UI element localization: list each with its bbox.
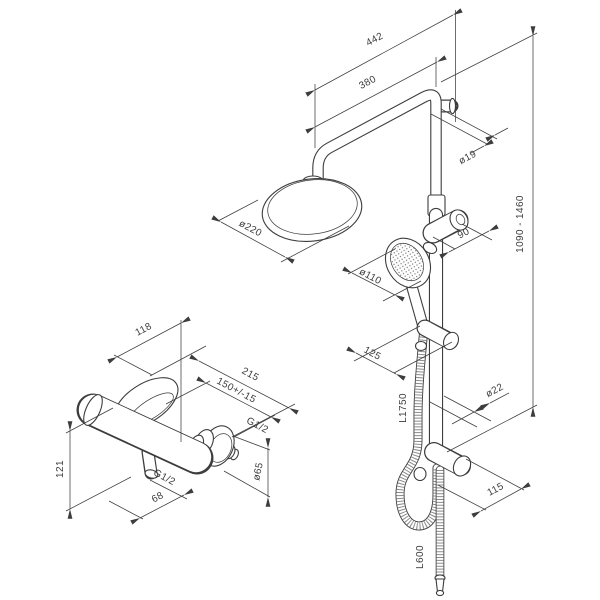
mixer-outlet bbox=[141, 445, 159, 480]
dim-arrow-o19-a bbox=[485, 127, 509, 142]
dim-line-125 bbox=[346, 346, 406, 381]
wall-mixer bbox=[76, 377, 239, 480]
outlet-hose-length-label: L600 bbox=[415, 545, 426, 569]
escutcheon-diameter-label: ø65 bbox=[251, 461, 266, 481]
rail-diameter-label: ø22 bbox=[484, 382, 505, 400]
outlet-thread-label: G1/2 bbox=[151, 467, 177, 488]
dim-line-o110 bbox=[342, 266, 405, 302]
dim-118-label: 118 bbox=[134, 321, 154, 339]
mixer-body bbox=[76, 393, 214, 475]
dim-380-label: 380 bbox=[357, 74, 378, 92]
dim-line-90 bbox=[439, 224, 499, 259]
height-range-label: 1090 - 1460 bbox=[515, 195, 526, 253]
wall-bracket bbox=[434, 97, 459, 115]
dim-arrow-o19-b bbox=[470, 139, 494, 154]
bottom-bracket bbox=[413, 442, 472, 482]
dim-115-label: 115 bbox=[486, 481, 506, 499]
wall-thread-label: G1/2 bbox=[244, 415, 270, 436]
dim-line-380 bbox=[305, 55, 447, 134]
hand-shower-grip bbox=[414, 319, 460, 352]
riser-diameter-label: ø19 bbox=[457, 149, 478, 167]
dim-line-68 bbox=[130, 488, 194, 525]
dim-line-118 bbox=[107, 316, 191, 364]
dim-121-label: 121 bbox=[55, 460, 66, 478]
handshower-diameter-label: ø110 bbox=[357, 266, 383, 287]
dimension-lines bbox=[67, 8, 536, 525]
dim-215-label: 215 bbox=[240, 366, 261, 384]
head-diameter-label: ø220 bbox=[237, 218, 264, 239]
dim-line-150 bbox=[196, 376, 281, 424]
shower-hose-outlet bbox=[434, 465, 446, 597]
dim-arrow-o22-a bbox=[451, 405, 484, 425]
main-hose-length-label: L1750 bbox=[398, 393, 409, 423]
shower-hose-main bbox=[395, 323, 442, 531]
dim-442-label: 442 bbox=[364, 31, 385, 49]
dim-line-442 bbox=[305, 8, 463, 97]
dim-arrow-o22-b bbox=[480, 392, 510, 410]
dim-90-label: 90 bbox=[456, 226, 472, 241]
dim-line-115 bbox=[471, 482, 531, 518]
dim-line-o220 bbox=[211, 215, 295, 264]
rain-shower-head bbox=[261, 178, 363, 242]
dim-68-label: 68 bbox=[150, 490, 166, 505]
